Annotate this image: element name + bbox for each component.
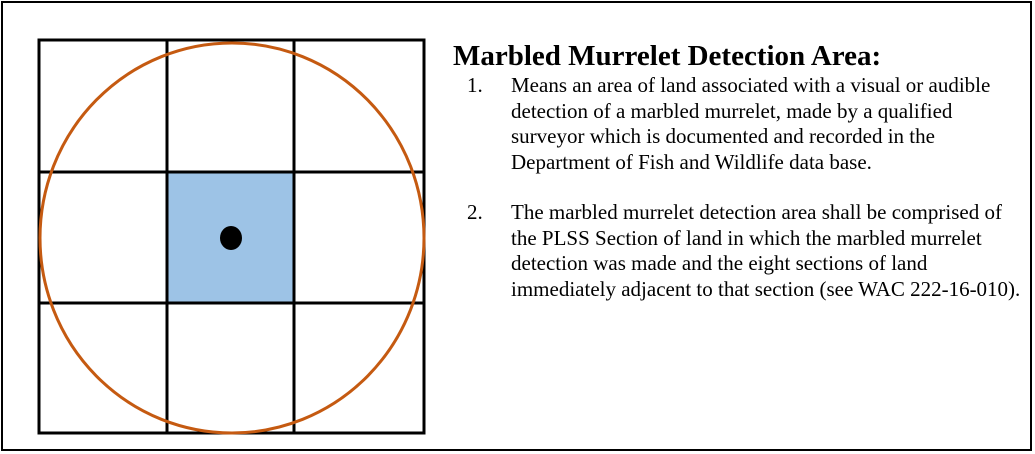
definition-panel: Marbled Murrelet Detection Area: 1. Mean…: [453, 40, 1025, 302]
detection-area-circle: [38, 41, 426, 435]
definition-item-text: Means an area of land associated with a …: [511, 73, 991, 174]
definition-item-text: The marbled murrelet detection area shal…: [511, 200, 1021, 301]
definition-item-2: 2. The marbled murrelet detection area s…: [453, 200, 1025, 302]
definition-item-number: 1.: [467, 73, 483, 98]
definition-item-number: 2.: [467, 200, 483, 225]
definition-list: 1. Means an area of land associated with…: [453, 73, 1025, 302]
detection-point-marker: [220, 226, 242, 250]
definition-item-1: 1. Means an area of land associated with…: [453, 73, 1025, 175]
definition-title: Marbled Murrelet Detection Area:: [453, 40, 882, 72]
